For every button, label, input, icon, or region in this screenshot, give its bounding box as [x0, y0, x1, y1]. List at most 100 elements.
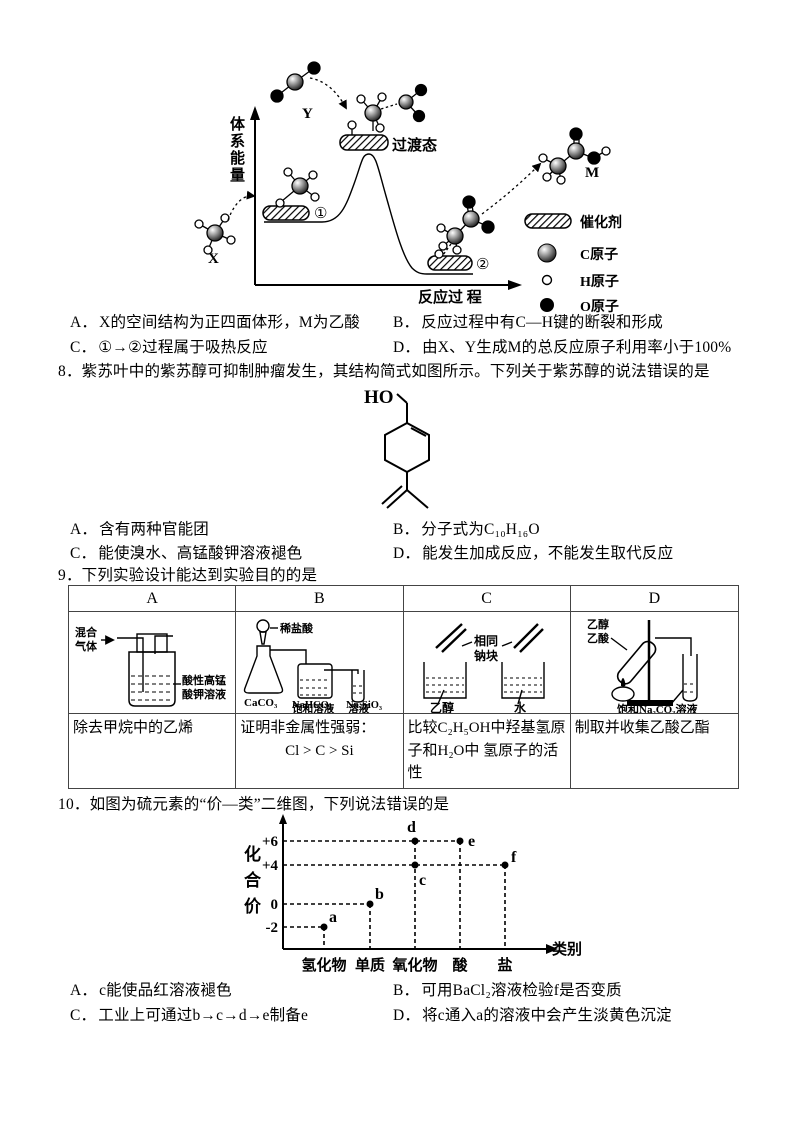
legend-catalyst-label: 催化剂 [580, 214, 622, 231]
q7-option-d: D．由X、Y生成M的总反应原子利用率小于100% [393, 339, 732, 356]
molecule-x-label: X [208, 251, 219, 267]
data-points [320, 837, 509, 931]
q9-apparatus-d: 乙醇 乙酸 饱和Na₂CO₃溶液 [570, 612, 738, 714]
o-atom-icon [540, 298, 554, 312]
molecule-transition-state [347, 83, 428, 135]
energy-curve [264, 153, 473, 275]
q10-option-c: C．工业上可通过b→c→d→e制备e [70, 1007, 309, 1024]
q10-number: 10． [58, 796, 90, 813]
na2sio3-label1: Na₂SiO₃ [346, 700, 382, 711]
molecule-step1 [275, 167, 320, 208]
cat-oxide-label: 氧化物 [391, 956, 437, 974]
kmno4-label1: 酸性高锰 [182, 673, 226, 687]
point-e-label: e [468, 833, 475, 850]
chart-y-axis-label: 化合价 [241, 845, 260, 923]
catalyst-platform-2 [427, 255, 473, 271]
cat-acid-label: 酸 [452, 956, 468, 974]
h-atom-icon [541, 274, 553, 286]
energy-y-axis-label: 体系能量 [228, 116, 244, 184]
point-b-label: b [375, 886, 384, 903]
q9-header-b: B [236, 586, 404, 612]
q10-option-b: B．可用BaCl₂溶液检验f是否变质 [393, 982, 622, 999]
x-axis-label: 反应过 程 [418, 288, 482, 306]
na2co3-collect-label: 饱和Na₂CO₃溶液 [617, 702, 699, 714]
q8-option-c: C．能使溴水、高锰酸钾溶液褪色 [70, 545, 303, 562]
q9-header-d: D [570, 586, 738, 612]
nahco3-label1: NaHCO₃ [292, 700, 332, 711]
q8-option-d: D．能发生加成反应，不能发生取代反应 [393, 545, 674, 562]
point-a-label: a [329, 909, 337, 926]
q9-purpose-c: 比较C₂H₅OH中羟基氢原子和H₂O中 氢原子的活性 [404, 714, 571, 788]
molecule-m [538, 127, 611, 185]
q7-option-a: A．X的空间结构为正四面体形，M为乙酸 [70, 314, 360, 331]
caco3-label: CaCO₃ [244, 697, 278, 709]
platform2-label: ② [476, 257, 489, 273]
ethanol-beaker-label: 乙醇 [430, 700, 454, 714]
ytick-zero: 0 [271, 897, 279, 913]
legend-o-atom-label: O原子 [580, 299, 619, 315]
q9-stem: 9．下列实验设计能达到实验目的的是 [58, 567, 318, 584]
q9-apparatus-b: 稀盐酸 CaCO₃ NaHCO₃ . Na₂SiO₃ 饱和溶液 溶液 [236, 612, 404, 714]
q10-stem: 10．如图为硫元素的“价—类”二维图，下列说法错误的是 [58, 796, 450, 813]
perillyl-alcohol-structure: HO [364, 387, 430, 509]
q9-apparatus-c: 相同 钠块 乙醇 水 [403, 612, 571, 714]
point-d-label: d [407, 819, 416, 836]
ytick-minus2: -2 [266, 920, 279, 936]
point-f-label: f [511, 849, 517, 866]
energy-axes [250, 106, 522, 290]
acetic-acid-reagent-label: 乙酸 [587, 631, 610, 645]
q9-header-c: C [403, 586, 571, 612]
cat-hydride-label: 氢化物 [301, 956, 346, 974]
catalyst-platform-1 [262, 205, 310, 221]
molecule-m-label: M [585, 165, 599, 181]
ytick-plus4: +4 [262, 858, 279, 874]
valence-category-chart: 类别 +6 +4 0 -2 a b c d e f 氢化 [262, 814, 582, 974]
platform1-label: ① [314, 206, 327, 222]
q10-option-a: A．c能使品红溶液褪色 [70, 982, 232, 999]
same-sodium-label2: 钠块 [474, 648, 499, 663]
q9-purpose-b: 证明非金属性强弱： Cl > C > Si [236, 714, 404, 788]
mixed-gas-label1: 混合 [75, 625, 98, 639]
q10-option-d: D．将c通入a的溶液中会产生淡黄色沉淀 [393, 1007, 672, 1024]
legend-h-atom-label: H原子 [580, 274, 619, 290]
q7-option-c: C．①→②过程属于吸热反应 [70, 339, 268, 356]
energy-diagram: ① ② 过渡态 X Y M 反应过 程 催化剂 C原子 H原子 O原子 [194, 61, 622, 315]
molecule-step2 [434, 195, 495, 259]
cat-salt-label: 盐 [497, 956, 512, 974]
diagram-legend: 催化剂 C原子 H原子 O原子 [524, 213, 622, 315]
q7-option-b: B．反应过程中有C—H键的断裂和形成 [393, 314, 663, 331]
q9-apparatus-a: 混合 气体 酸性高锰 酸钾溶液 [69, 612, 237, 714]
ytick-plus6: +6 [262, 834, 279, 850]
q8-option-a: A．含有两种官能团 [70, 521, 209, 538]
molecule-y-label: Y [302, 106, 313, 122]
catalyst-platform-ts [339, 134, 389, 151]
chart-x-axis-label: 类别 [552, 940, 582, 958]
nahco3-label2: 饱和溶液 [292, 704, 335, 714]
mixed-gas-label2: 气体 [74, 639, 98, 653]
guide-lines [283, 840, 506, 949]
q9-number: 9． [58, 567, 82, 584]
transition-state-label: 过渡态 [392, 136, 437, 154]
flow-arrows [227, 77, 542, 221]
q8-number: 8． [58, 363, 82, 380]
legend-c-atom-label: C原子 [580, 247, 618, 263]
catalyst-swatch [524, 213, 572, 229]
point-c-label: c [419, 872, 426, 889]
q9-experiment-table: A B C D 混合 气体 酸性高锰 酸钾溶液 [68, 585, 739, 789]
hydroxyl-label: HO [364, 387, 394, 408]
q9-purpose-d: 制取并收集乙酸乙酯 [574, 720, 710, 736]
same-sodium-label1: 相同 [474, 633, 498, 648]
q9-header-a: A [69, 586, 237, 612]
water-beaker-label: 水 [514, 700, 527, 714]
molecule-x [194, 213, 236, 255]
kmno4-label2: 酸钾溶液 [182, 687, 227, 701]
ethanol-reagent-label: 乙醇 [587, 617, 609, 631]
cat-element-label: 单质 [355, 956, 385, 974]
na2sio3-label2: 溶液 [348, 704, 370, 714]
q9-purpose-a: 除去甲烷中的乙烯 [69, 714, 237, 788]
c-atom-icon [537, 243, 557, 263]
q8-stem: 8．紫苏叶中的紫苏醇可抑制肿瘤发生，其结构简式如图所示。下列关于紫苏醇的说法错误… [58, 363, 710, 380]
hcl-label: 稀盐酸 [280, 621, 314, 635]
q8-option-b: B．分子式为C₁₀H₁₆O [393, 521, 540, 538]
